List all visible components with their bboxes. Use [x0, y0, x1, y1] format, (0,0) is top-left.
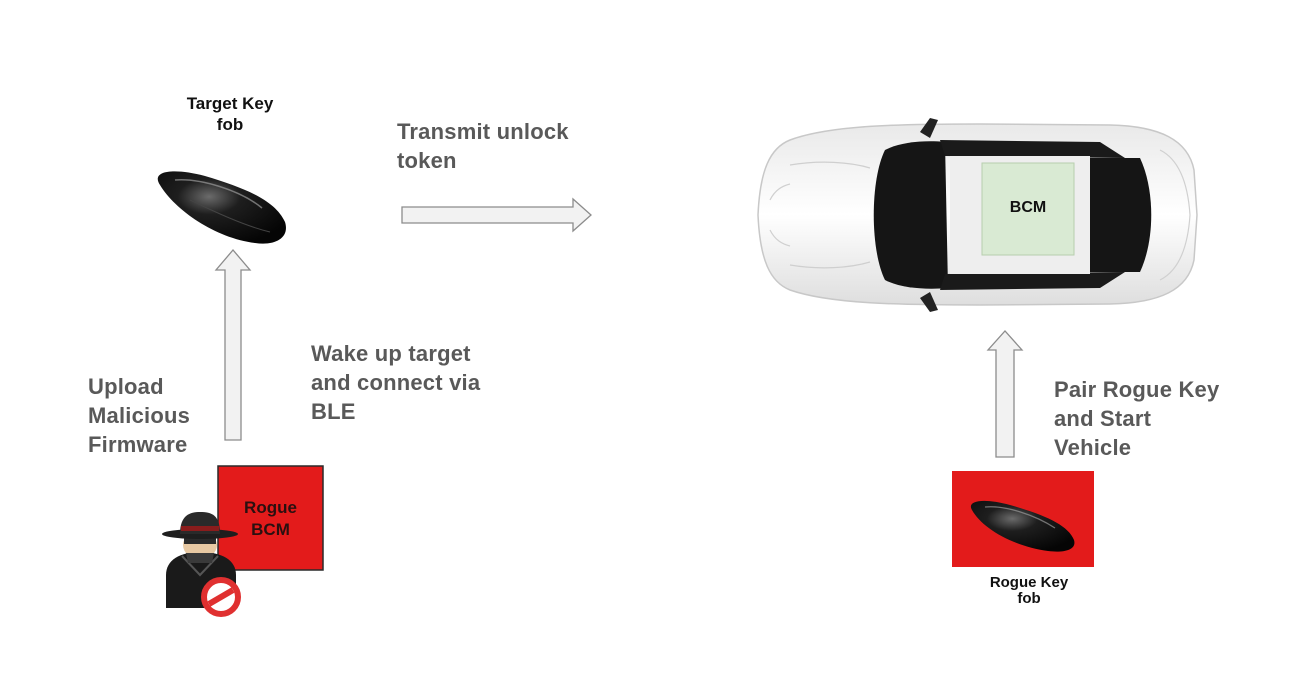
rogue-bcm-label-line2: BCM	[251, 520, 290, 539]
upload-arrow	[214, 248, 252, 441]
car-bcm-label: BCM	[1009, 199, 1047, 216]
wake-label-line2: and connect via	[311, 370, 481, 395]
pair-label-line2: and Start	[1054, 406, 1152, 431]
car-icon	[757, 118, 1198, 312]
pair-label: Pair Rogue Key and Start Vehicle	[1054, 375, 1219, 462]
transmit-label-line1: Transmit unlock	[397, 119, 569, 144]
pair-label-line1: Pair Rogue Key	[1054, 377, 1220, 402]
car-bcm-box	[981, 162, 1075, 256]
rogue-bcm-box	[217, 465, 324, 571]
upload-label-line2: Malicious	[88, 403, 191, 428]
transmit-arrow	[401, 197, 592, 233]
rogue-key-fob-label: Rogue Key fob	[958, 575, 1100, 607]
prohibited-icon	[201, 577, 241, 617]
wake-label: Wake up target and connect via BLE	[311, 339, 480, 426]
rogue-key-fob-label-line2: fob	[1017, 590, 1041, 607]
transmit-label-line2: token	[397, 148, 457, 173]
pair-label-line3: Vehicle	[1054, 435, 1132, 460]
target-key-fob-label-line2: fob	[216, 115, 244, 134]
rogue-bcm-label-line1: Rogue	[244, 498, 297, 517]
rogue-key-fob-icon	[970, 500, 1075, 552]
upload-label-line3: Firmware	[88, 432, 188, 457]
upload-label: Upload Malicious Firmware	[88, 372, 190, 459]
rogue-key-fob-label-line1: Rogue Key	[989, 574, 1069, 591]
target-key-fob-label: Target Key fob	[160, 93, 300, 135]
wake-label-line3: BLE	[311, 399, 356, 424]
target-key-fob-icon	[157, 171, 286, 244]
pair-arrow	[986, 330, 1024, 458]
wake-label-line1: Wake up target	[311, 341, 471, 366]
target-key-fob-label-line1: Target Key	[186, 94, 274, 113]
transmit-label: Transmit unlock token	[397, 117, 569, 175]
rogue-bcm-label: Rogue BCM	[218, 497, 323, 541]
upload-label-line1: Upload	[88, 374, 164, 399]
